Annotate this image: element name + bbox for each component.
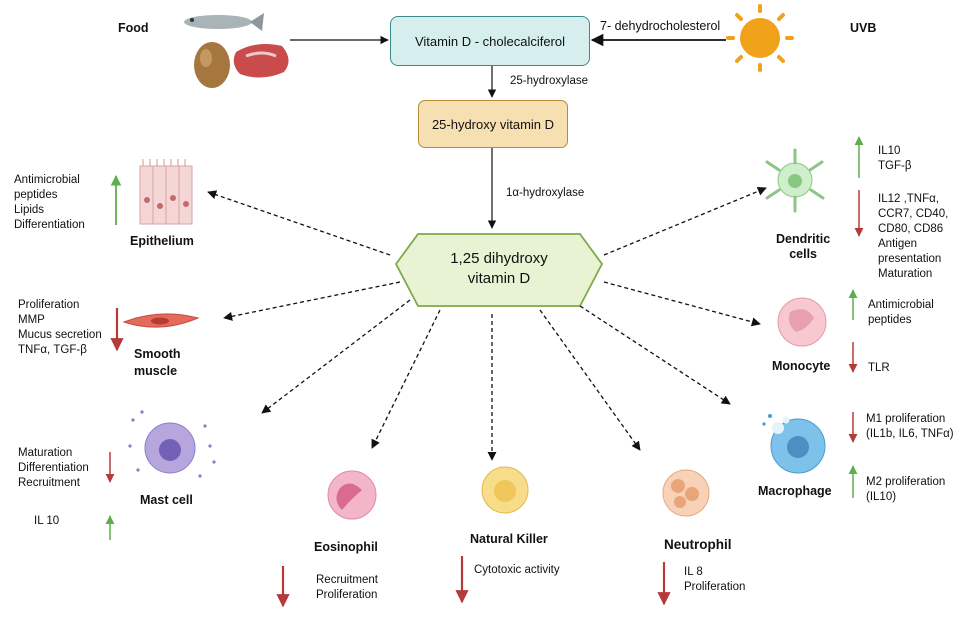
dihydroxy-line1: 1,25 dihydroxy bbox=[450, 250, 548, 267]
natural-killer-down-text: Cytotoxic activity bbox=[474, 564, 560, 576]
hydroxylase-25-label: 25-hydroxylase bbox=[510, 75, 588, 87]
egg-icon bbox=[194, 42, 230, 88]
dihydroxy-vitamin-d: 1,25 dihydroxy vitamin D bbox=[396, 226, 602, 312]
dendritic-up-text: IL10 TGF-β bbox=[878, 145, 912, 172]
smooth-muscle-down-text: Proliferation MMP Mucus secretion TNFα, … bbox=[18, 299, 102, 356]
natural-killer-icon bbox=[481, 466, 529, 514]
dihydroxy-line2: vitamin D bbox=[467, 270, 531, 287]
dendritic-down-text: IL12 ,TNFα, CCR7, CD40, CD80, CD86 Antig… bbox=[878, 193, 949, 280]
fish-icon bbox=[184, 13, 264, 31]
neutrophil-name: Neutrophil bbox=[664, 537, 732, 552]
epithelium-up-text: Antimicrobial peptides Lipids Differenti… bbox=[14, 174, 85, 231]
monocyte-down-text: TLR bbox=[868, 362, 890, 374]
dendritic-cell-icon bbox=[765, 148, 825, 213]
natural-killer-name: Natural Killer bbox=[470, 532, 548, 546]
neutrophil-down-text: IL 8 Proliferation bbox=[684, 566, 746, 593]
cholecalciferol-box: Vitamin D - cholecalciferol bbox=[390, 16, 590, 66]
eosinophil-name: Eosinophil bbox=[314, 540, 378, 554]
mast-cell-name: Mast cell bbox=[140, 493, 193, 507]
food-label: Food bbox=[118, 21, 149, 35]
neutrophil-icon bbox=[662, 469, 710, 517]
macrophage-name: Macrophage bbox=[758, 484, 832, 498]
macrophage-up-text: M2 proliferation (IL10) bbox=[866, 476, 946, 503]
smooth-muscle-name: Smooth muscle bbox=[134, 347, 181, 378]
eosinophil-down-text: Recruitment Proliferation bbox=[316, 574, 378, 601]
dihydroxy-hexagon bbox=[394, 233, 604, 307]
mast-cell-down-text: Maturation Differentiation Recruitment bbox=[18, 447, 89, 489]
dendritic-name: Dendritic cells bbox=[776, 232, 831, 261]
macrophage-down-text: M1 proliferation (IL1b, IL6, TNFα) bbox=[866, 413, 954, 440]
meat-icon bbox=[233, 44, 289, 78]
hydroxy-vitamin-d-box: 25-hydroxy vitamin D bbox=[418, 100, 568, 148]
eosinophil-icon bbox=[327, 470, 377, 520]
sun-icon bbox=[726, 4, 794, 72]
monocyte-icon bbox=[777, 297, 827, 347]
mast-cell-up-text: IL 10 bbox=[34, 515, 60, 527]
epithelium-name: Epithelium bbox=[130, 234, 194, 248]
monocyte-name: Monocyte bbox=[772, 359, 831, 373]
epithelium-icon bbox=[139, 159, 193, 225]
hydroxylase-1a-label: 1α-hydroxylase bbox=[506, 187, 585, 199]
mast-cell-icon bbox=[128, 410, 216, 478]
uvb-label: UVB bbox=[850, 21, 877, 35]
macrophage-icon bbox=[762, 414, 826, 474]
smooth-muscle-icon bbox=[122, 313, 200, 328]
monocyte-up-text: Antimicrobial peptides bbox=[868, 299, 934, 326]
dehydrocholesterol-label: 7- dehydrocholesterol bbox=[600, 19, 721, 33]
